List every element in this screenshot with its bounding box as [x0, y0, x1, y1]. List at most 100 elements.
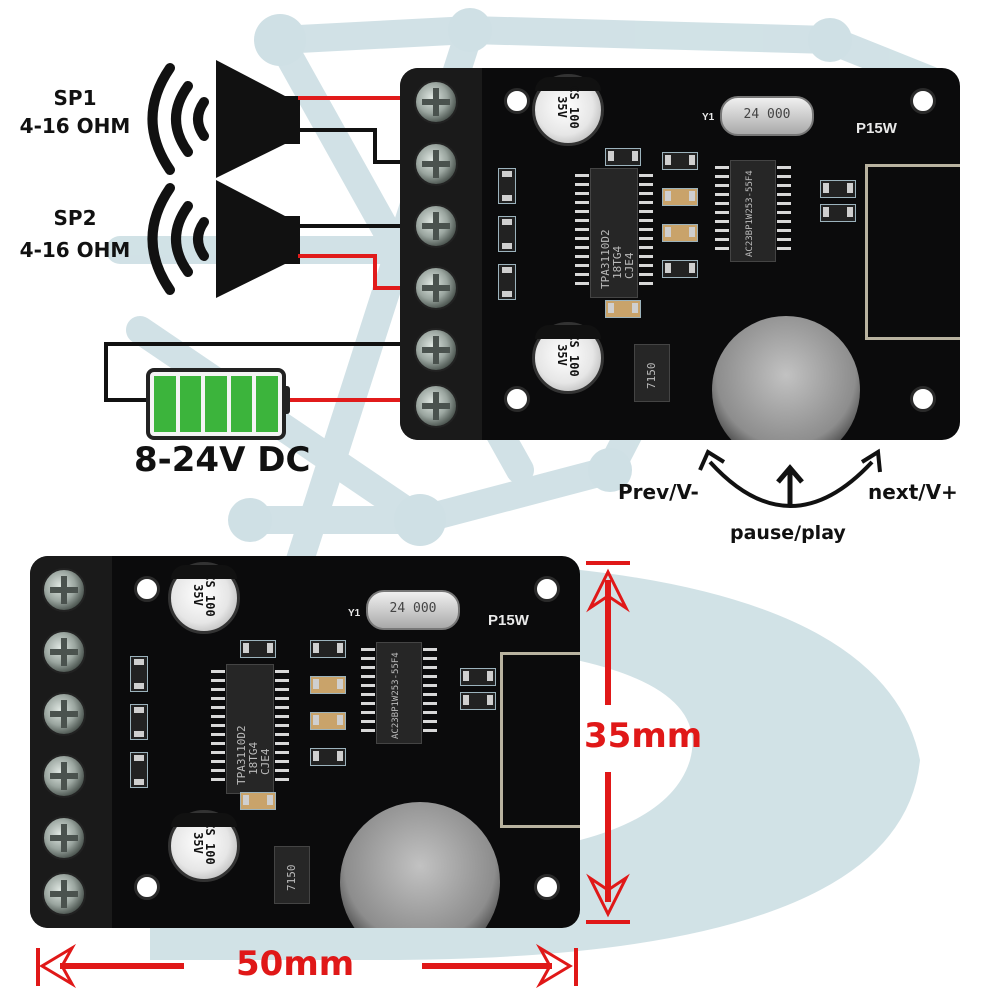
ic-pin — [715, 166, 729, 169]
ic-pin — [275, 715, 289, 718]
mounting-hole — [504, 386, 530, 412]
ic-pin — [575, 228, 589, 231]
terminal-screw[interactable] — [414, 328, 458, 372]
terminal-screw[interactable] — [42, 816, 86, 860]
pcb-antenna — [865, 164, 960, 340]
ic-pin — [211, 688, 225, 691]
mounting-hole — [910, 386, 936, 412]
capacitor: CS 100 35V — [532, 74, 604, 146]
capacitor: CS 100 35V — [168, 810, 240, 882]
speaker-2-name: SP2 — [53, 206, 97, 230]
ic-pin — [639, 219, 653, 222]
ic-pin — [275, 733, 289, 736]
ic-pin — [639, 237, 653, 240]
terminal-screw[interactable] — [42, 630, 86, 674]
voltage-regulator: 7150 — [634, 344, 670, 402]
smd-component — [605, 300, 641, 318]
crystal-ref: Y1 — [702, 112, 715, 123]
ic-pin — [211, 778, 225, 781]
ic-pin — [361, 711, 375, 714]
rotary-encoder-knob[interactable] — [340, 802, 500, 928]
ic-pin — [715, 202, 729, 205]
ic-pin — [639, 201, 653, 204]
ic-pin — [715, 211, 729, 214]
prev-volume-down-label: Prev/V- — [618, 480, 699, 504]
ic-pin — [639, 210, 653, 213]
smd-component — [605, 148, 641, 166]
ic-pin — [275, 751, 289, 754]
ic-pin — [777, 229, 791, 232]
terminal-screw[interactable] — [42, 754, 86, 798]
smd-component — [240, 792, 276, 810]
terminal-screw[interactable] — [414, 142, 458, 186]
smd-component — [498, 264, 516, 300]
ic-pin — [361, 702, 375, 705]
terminal-screw[interactable] — [42, 568, 86, 612]
ic-pin — [777, 202, 791, 205]
ic-pin — [575, 264, 589, 267]
smd-component — [130, 704, 148, 740]
ic-pin — [275, 670, 289, 673]
battery-cells — [154, 376, 278, 432]
smd-component — [310, 748, 346, 766]
power-label: 8-24V DC — [134, 440, 311, 480]
ic-pin — [715, 229, 729, 232]
ic-pin — [275, 760, 289, 763]
ic-pin — [361, 720, 375, 723]
pcb-bottom: CS 100 35V CS 100 35V TPA3110D2 18TG4 CJ… — [30, 556, 580, 928]
arrow-right-icon — [535, 943, 573, 989]
ic-pin — [211, 733, 225, 736]
crystal-oscillator: 24 000 — [720, 96, 814, 136]
mounting-hole — [134, 576, 160, 602]
mounting-hole — [504, 88, 530, 114]
terminal-screw[interactable] — [414, 80, 458, 124]
capacitor: CS 100 35V — [168, 562, 240, 634]
model-label: P15W — [488, 612, 529, 629]
smd-component — [662, 224, 698, 242]
terminal-screw[interactable] — [42, 692, 86, 736]
ic-pin — [575, 174, 589, 177]
terminal-screw[interactable] — [414, 204, 458, 248]
terminal-screw[interactable] — [42, 872, 86, 916]
ic-pin — [423, 729, 437, 732]
ic-pin — [211, 724, 225, 727]
ic-pin — [575, 246, 589, 249]
smd-component — [498, 168, 516, 204]
ic-pin — [423, 711, 437, 714]
ic-pin — [423, 657, 437, 660]
ic-pin — [211, 670, 225, 673]
ic-pin — [361, 693, 375, 696]
ic-pin — [575, 192, 589, 195]
terminal-screw[interactable] — [414, 266, 458, 310]
ic-pin — [777, 184, 791, 187]
smd-component — [498, 216, 516, 252]
wire-sp2-positive — [298, 254, 410, 290]
ic-pin — [211, 715, 225, 718]
speaker-icon — [147, 60, 300, 178]
battery-cell — [205, 376, 227, 432]
ic-pin — [639, 174, 653, 177]
smd-component — [662, 152, 698, 170]
smd-component — [460, 668, 496, 686]
ic-pin — [715, 247, 729, 250]
terminal-screw[interactable] — [414, 384, 458, 428]
smd-component — [662, 260, 698, 278]
arrow-up-icon — [586, 568, 630, 613]
ic-pin — [361, 675, 375, 678]
smd-component — [820, 180, 856, 198]
pcb-top: CS 100 35V CS 100 35V TPA3110D2 18TG4 CJ… — [400, 68, 960, 440]
pause-play-label: pause/play — [730, 522, 846, 544]
ic-pin — [639, 246, 653, 249]
smd-component — [130, 656, 148, 692]
ic-pin — [575, 183, 589, 186]
ic-pin — [275, 742, 289, 745]
ic-pin — [423, 648, 437, 651]
ic-pin — [715, 238, 729, 241]
ic-pin — [777, 220, 791, 223]
smd-component — [460, 692, 496, 710]
speaker-2-impedance: 4-16 OHM — [19, 238, 131, 262]
ic-pin — [715, 193, 729, 196]
rotary-encoder-knob[interactable] — [712, 316, 860, 440]
ic-pin — [275, 688, 289, 691]
